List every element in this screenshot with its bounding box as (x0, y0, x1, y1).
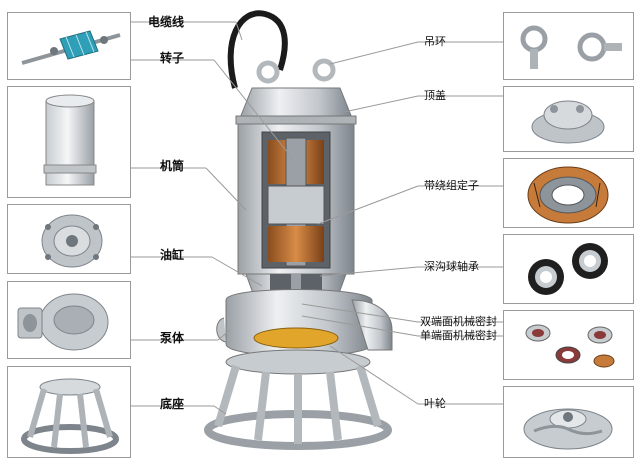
stator-winding-bottom (268, 226, 324, 262)
impeller-image (523, 408, 613, 450)
label-stator: 带绕组定子 (424, 179, 479, 192)
label-single-seal: 单端面机械密封 (420, 329, 497, 342)
lifting-ring-left (256, 60, 280, 84)
top-cover-image (531, 100, 605, 144)
oil-chamber-image (41, 214, 103, 268)
label-rotor: 转子 (160, 51, 185, 65)
stator-image (527, 166, 609, 224)
rotor-image (21, 30, 121, 65)
casing-image (43, 94, 97, 186)
bearing-photo-box (503, 234, 634, 304)
label-bearing: 深沟球轴承 (424, 260, 479, 273)
label-lifting-ring: 吊环 (424, 35, 446, 48)
oil-chamber-photo-box (7, 204, 131, 274)
label-base: 底座 (160, 397, 185, 411)
base-image (21, 378, 119, 454)
label-double-seal: 双端面机械密封 (420, 315, 497, 328)
pump-body-image (17, 293, 109, 351)
top-cover-photo-box (503, 86, 634, 152)
label-top-cover: 顶盖 (424, 89, 446, 102)
lifting-ring-photo-box (503, 12, 634, 80)
mechanical-seal-photo-box (503, 310, 634, 380)
base-photo-box (7, 366, 131, 458)
cable-shape (227, 10, 288, 89)
impeller-photo-box (503, 386, 634, 458)
label-cable: 电缆线 (148, 15, 185, 29)
casing-photo-box (7, 86, 131, 198)
label-casing: 机筒 (160, 159, 185, 173)
impeller-shape (253, 327, 339, 349)
leader-lines (131, 21, 503, 415)
bearing-image (528, 243, 608, 295)
rotor-photo-box (7, 12, 131, 80)
lifting-ring-right (312, 58, 336, 82)
mechanical-seal-image (525, 324, 615, 368)
lifting-ring-image (520, 25, 622, 69)
pump-body-photo-box (7, 281, 131, 359)
label-impeller: 叶轮 (424, 397, 446, 410)
discharge-outlet (351, 299, 393, 351)
stator-photo-box (503, 158, 634, 228)
label-pump-body: 泵体 (160, 331, 185, 345)
base-top-ring (225, 349, 371, 375)
label-oil-chamber: 油缸 (160, 248, 185, 262)
